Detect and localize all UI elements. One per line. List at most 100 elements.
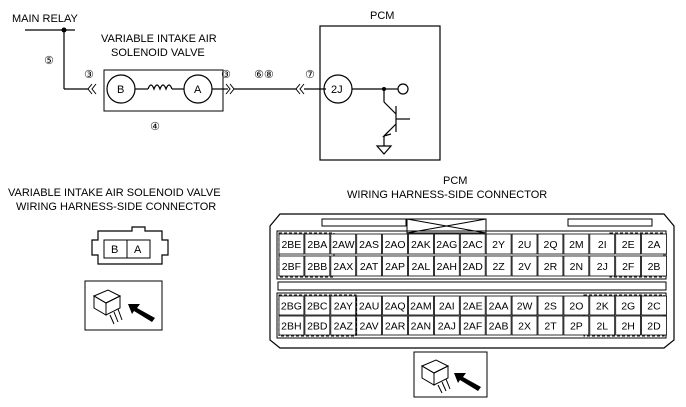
pcm-pin-label: 2U <box>518 239 531 251</box>
pcm-connector-title-line2: WIRING HARNESS-SIDE CONNECTOR <box>347 189 547 201</box>
pcm-pin-cell <box>408 315 434 336</box>
pcm-pin-label: 2AF <box>463 321 482 333</box>
pcm-pin-label: 2I <box>598 239 607 251</box>
solenoid-coil <box>147 84 173 91</box>
pcm-pin-cell <box>511 255 538 277</box>
main-relay-label: MAIN RELAY <box>12 13 78 25</box>
pcm-pin-cell <box>408 255 434 277</box>
pcm-pin-label: 2AX <box>333 261 353 273</box>
pcm-pin-cell <box>641 295 667 316</box>
pcm-pin-label: 2BA <box>307 239 327 251</box>
solenoid-terminal-b-label: B <box>117 84 124 96</box>
solenoid-connector-title-line1: VARIABLE INTAKE AIR SOLENOID VALVE <box>8 187 221 199</box>
pcm-pin-cell <box>278 295 305 316</box>
pcm-pin-label: 2W <box>517 301 533 313</box>
solenoid-title-line2: SOLENOID VALVE <box>111 47 205 59</box>
pcm-pin-label: 2AA <box>489 301 509 313</box>
pcm-pin-label: 2AP <box>385 261 405 273</box>
pcm-pin-cell <box>304 233 331 255</box>
pcm-pullup-node <box>397 83 409 95</box>
pcm-pin-cell <box>330 295 357 316</box>
callout-3-left: ③ <box>84 69 94 81</box>
pcm-pin-label: 2J <box>597 261 608 273</box>
solenoid-connector: B A <box>91 226 169 265</box>
pcm-box-title: PCM <box>370 10 394 22</box>
pcm-pin-cell <box>511 233 538 255</box>
pcm-pin-cell <box>641 315 667 336</box>
pcm-pin-label: 2AH <box>437 261 457 273</box>
pcm-pin-cell <box>278 315 305 336</box>
pcm-pin-label: 2AC <box>462 239 483 251</box>
pcm-pin-cell <box>641 255 667 277</box>
pcm-pin-cell <box>382 255 408 277</box>
pcm-pin-label: 2AL <box>412 261 431 273</box>
pcm-pin-cell <box>615 315 642 336</box>
pcm-pin-label: 2O <box>569 301 583 313</box>
pcm-pin-label: 2BG <box>281 301 302 313</box>
pcm-pin-cell <box>537 233 564 255</box>
pcm-pin-cell <box>278 233 305 255</box>
pcm-pin-cell <box>356 295 383 316</box>
callout-3-right: ③ <box>221 69 231 81</box>
callout-4: ④ <box>150 121 160 133</box>
solenoid-valve-box <box>103 69 224 112</box>
pcm-pin-cell <box>485 295 512 316</box>
pcm-pin-label: 2BC <box>307 301 328 313</box>
pcm-pin-label: 2AM <box>410 301 432 313</box>
pcm-pin-cell <box>304 295 331 316</box>
pcm-pin-cell <box>615 255 642 277</box>
pcm-pin-label: 2AJ <box>438 321 456 333</box>
pcm-pin-cell <box>304 255 331 277</box>
pcm-pin-label: 2AK <box>411 239 431 251</box>
pcm-pin-label: 2AO <box>385 239 406 251</box>
pcm-pin-cell <box>615 233 642 255</box>
pcm-pin-cell <box>563 255 590 277</box>
ground-icon <box>375 145 393 155</box>
pcm-pin-label: 2X <box>518 321 531 333</box>
pcm-pin-label: 2AG <box>436 239 457 251</box>
pcm-pin-label: 2C <box>647 301 661 313</box>
pcm-pin-cell <box>459 295 486 316</box>
pcm-pin-label: 2G <box>621 301 635 313</box>
pcm-pin-label: 2B <box>648 261 661 273</box>
pcm-pin-cell <box>356 255 383 277</box>
pcm-pin-cell <box>278 255 305 277</box>
pcm-pin-label: 2AD <box>462 261 483 273</box>
pcm-pin-label: 2T <box>544 321 557 333</box>
pcm-pin-label: 2AQ <box>385 301 406 313</box>
pcm-pin-cell <box>563 315 590 336</box>
pcm-pin-label: 2S <box>544 301 557 313</box>
solenoid-terminal-a-label: A <box>194 84 202 96</box>
pcm-pin-label: 2BD <box>307 321 328 333</box>
pcm-pin-cell <box>589 295 616 316</box>
pcm-pin-cell <box>563 233 590 255</box>
pcm-pin-cell <box>615 295 642 316</box>
pcm-pin-label: 2V <box>518 261 531 273</box>
small-connector-pin-a: A <box>134 244 142 256</box>
pcm-pin-label: 2AZ <box>334 321 354 333</box>
pcm-pin-cell <box>485 315 512 336</box>
pcm-pin-cell <box>511 315 538 336</box>
callout-7: ⑦ <box>305 69 315 81</box>
pcm-pin-label: 2AI <box>439 301 455 313</box>
callout-6-8: ⑥⑧ <box>254 69 274 81</box>
solenoid-title-line1: VARIABLE INTAKE AIR <box>101 33 217 45</box>
pcm-pin-cell <box>511 295 538 316</box>
pcm-pin-cell <box>589 315 616 336</box>
pcm-pin-label: 2K <box>596 301 609 313</box>
pcm-pin-cell <box>382 315 408 336</box>
pcm-pin-cell <box>589 255 616 277</box>
pcm-pin-label: 2BF <box>282 261 301 273</box>
pcm-pin-cell <box>382 295 408 316</box>
pcm-pin-label: 2AW <box>332 239 354 251</box>
pcm-pin-cell <box>433 233 460 255</box>
pcm-pin-cell <box>563 295 590 316</box>
pcm-connector-title-line1: PCM <box>443 175 467 187</box>
pcm-pin-label: 2BE <box>281 239 301 251</box>
pcm-pin-label: 2Z <box>492 261 505 273</box>
pcm-pin-label: 2AB <box>489 321 509 333</box>
pcm-pin-cell <box>356 233 383 255</box>
pcm-pin-cell <box>433 315 460 336</box>
